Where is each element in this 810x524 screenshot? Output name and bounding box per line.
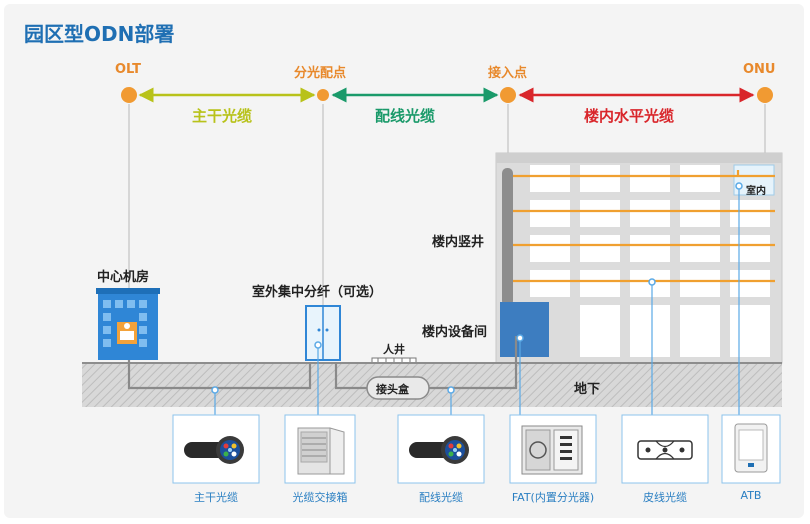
indoor-label: 室内 (746, 186, 766, 197)
trunk-segment-label: 主干光缆 (192, 107, 253, 125)
center-room-building (96, 288, 160, 360)
card-caption-atb: ATB (740, 489, 762, 502)
splice-box-shape (366, 376, 430, 400)
olt-label: OLT (115, 62, 142, 77)
riser-shaft (502, 168, 513, 306)
distribution-segment-label: 配线光缆 (375, 107, 436, 125)
card-caption-fat: FAT(内置分光器) (511, 491, 595, 504)
access-dot (500, 87, 516, 103)
onu-label: ONU (743, 62, 776, 77)
card-caption-trunk-cable: 主干光缆 (194, 491, 238, 504)
card-caption-drop-cable: 皮线光缆 (643, 491, 687, 504)
equipment-room-box (500, 302, 549, 357)
outdoor-cabinet (305, 305, 341, 361)
splice-box-label: 接头盒 (376, 383, 409, 396)
equipment-room-label: 楼内设备间 (422, 325, 488, 340)
trunk-cable-path (127, 360, 312, 390)
fiber-cable-icon (184, 436, 244, 464)
drop-cable-icon (637, 440, 693, 460)
center-room-label: 中心机房 (97, 270, 150, 285)
card-caption-cabinet: 光缆交接箱 (292, 491, 348, 504)
split-dot (317, 89, 329, 101)
fat-box-icon (521, 425, 583, 475)
cross-connect-cabinet-icon (297, 427, 345, 475)
distribution-cable-path-b (428, 336, 518, 390)
horizontal-segment-label: 楼内水平光缆 (584, 107, 675, 125)
card-caption-distribution-cable: 配线光缆 (419, 491, 463, 504)
distribution-cable-path-a (334, 362, 370, 390)
onu-dot (757, 87, 773, 103)
fiber-cable-icon (409, 436, 469, 464)
split-point-label: 分光配点 (294, 66, 347, 81)
outdoor-split-label: 室外集中分纤（可选） (252, 285, 383, 300)
riser-label: 楼内竖井 (432, 235, 485, 250)
page-title: 园区型ODN部署 (24, 22, 175, 46)
access-point-label: 接入点 (488, 66, 528, 81)
indoor-room (733, 164, 775, 196)
ground (82, 363, 782, 407)
underground-label: 地下 (574, 382, 601, 397)
building (495, 152, 783, 364)
manhole-label: 人井 (383, 343, 405, 356)
atb-icon (734, 423, 768, 473)
olt-dot (121, 87, 137, 103)
